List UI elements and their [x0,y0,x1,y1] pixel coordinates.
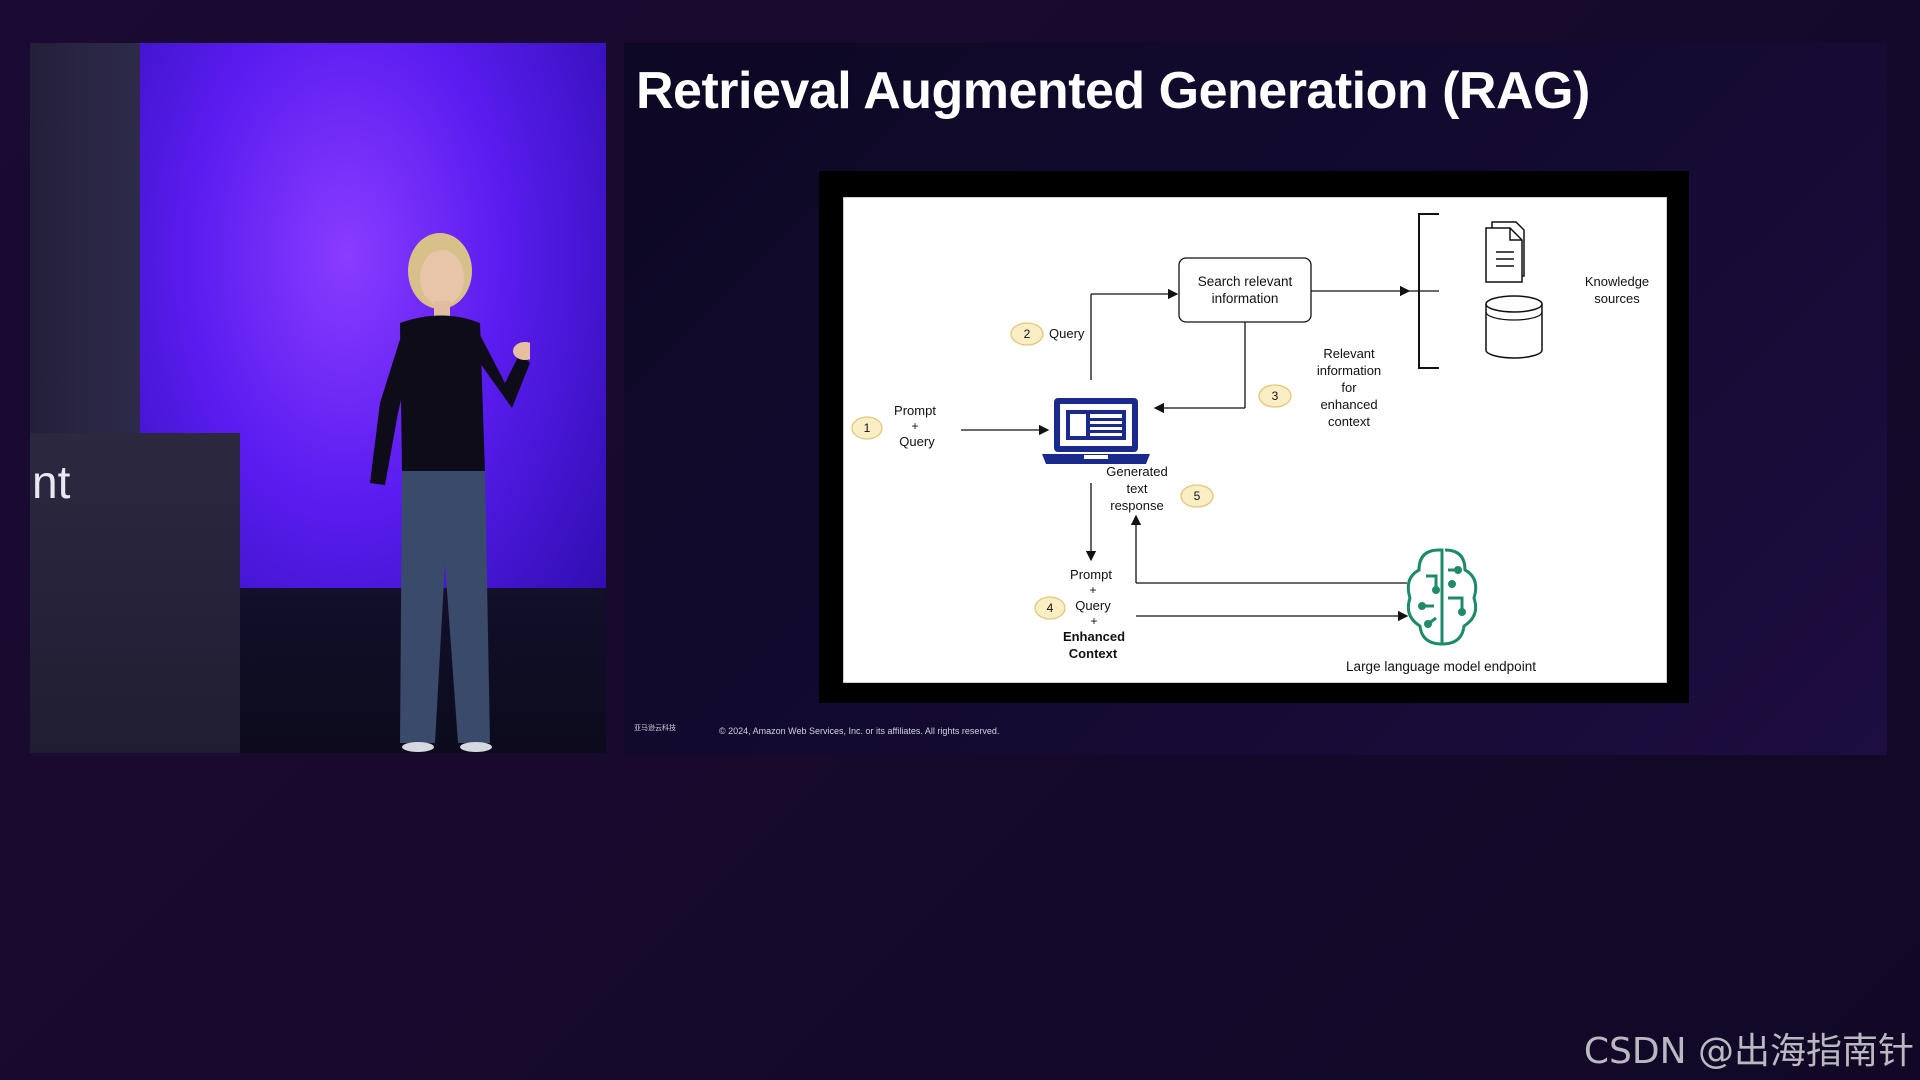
rag-diagram-svg: Search relevant information [844,198,1666,682]
brain-icon [1408,550,1475,644]
step-3-label-1: Relevant [1323,346,1375,361]
step-3-label-4: enhanced [1320,397,1377,412]
database-icon [1486,296,1542,358]
search-box-label-1: Search relevant [1198,274,1293,289]
step-4-label-4: + [1090,614,1097,628]
presentation-slide: Retrieval Augmented Generation (RAG) Sea… [624,43,1887,755]
rag-diagram: Search relevant information [843,197,1667,683]
step-4-label-2: + [1089,583,1096,597]
presenter-figure [330,223,530,753]
search-box [1179,258,1311,322]
podium-sign-text: nt [32,455,70,509]
step-4-label-1: Prompt [1070,567,1112,582]
aws-logo: 亚马逊云科技 [634,723,676,733]
step-2-number: 2 [1024,327,1031,341]
step-5-label-2: text [1127,481,1148,496]
step-3-label-2: information [1317,363,1381,378]
llm-endpoint-label: Large language model endpoint [1346,659,1536,674]
step-5-number: 5 [1194,489,1201,503]
knowledge-sources-label-2: sources [1594,291,1640,306]
step-2-label: Query [1049,326,1085,341]
knowledge-sources-label-1: Knowledge [1585,274,1649,289]
step-3-number: 3 [1272,389,1279,403]
diagram-frame: Search relevant information [819,171,1689,703]
step-5-label-1: Generated [1106,464,1167,479]
step-4-label-6: Context [1069,646,1118,661]
document-icon [1486,222,1524,282]
step-1-label-3: Query [899,434,935,449]
search-box-label-2: information [1212,291,1279,306]
csdn-watermark: CSDN @出海指南针 [1584,1022,1914,1074]
step-4-label-3: Query [1075,598,1111,613]
laptop-icon [1042,398,1150,464]
step-1-number: 1 [864,421,871,435]
step-1-label-2: + [911,419,918,433]
step-3-label-5: context [1328,414,1370,429]
slide-title: Retrieval Augmented Generation (RAG) [636,61,1590,121]
step-4-label-5: Enhanced [1063,629,1125,644]
step-1-label-1: Prompt [894,403,936,418]
slide-copyright-footer: © 2024, Amazon Web Services, Inc. or its… [719,726,999,736]
step-3-label-3: for [1341,380,1357,395]
speaker-video-panel: nt [30,43,606,753]
step-4-number: 4 [1047,601,1054,615]
step-5-label-3: response [1110,498,1163,513]
